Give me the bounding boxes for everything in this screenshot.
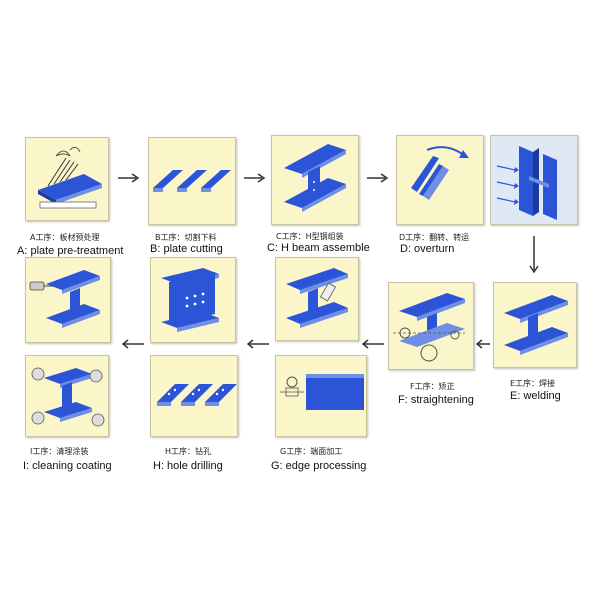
step-d-zh-label: D工序：翻转、转运 — [399, 233, 470, 242]
step-f-zh-label: F工序：矫正 — [410, 382, 455, 391]
cleaning-coating-illustration — [31, 367, 105, 427]
step-h-zh-label: H工序：钻孔 — [165, 447, 212, 456]
arrow-g-to-h-row — [247, 338, 269, 350]
panel-h-hole-drilling — [150, 355, 238, 437]
panel-g-beam — [275, 257, 359, 341]
welding-illustration — [504, 295, 568, 355]
arrow-b-to-c — [244, 172, 268, 184]
step-b-zh-label: B工序：切割下料 — [155, 233, 217, 242]
arrow-h-to-i-row — [122, 338, 144, 350]
step-f-en-label: F: straightening — [398, 394, 474, 406]
h-beam-assemble-illustration — [284, 144, 346, 212]
step-a-en-label: A: plate pre-treatment — [17, 245, 124, 257]
edge-processing-beam-illustration — [286, 268, 348, 328]
panel-a-plate-pretreatment — [25, 137, 109, 221]
panel-g-edge-processing — [275, 355, 367, 437]
step-i-zh-label: I工序：清理涂装 — [30, 447, 89, 456]
step-d-en-label: D: overturn — [400, 243, 455, 255]
turning-illustration — [496, 146, 557, 220]
step-i-en-label: I: cleaning coating — [23, 460, 112, 472]
step-b-en-label: B: plate cutting — [150, 243, 223, 255]
overturn-illustration — [411, 146, 469, 200]
panel-f-straightening — [388, 282, 474, 370]
step-e-zh-label: E工序：焊接 — [510, 379, 556, 388]
panel-e-welding — [493, 282, 577, 368]
step-c-zh-label: C工序：H型钢组装 — [276, 232, 344, 241]
step-c-en-label: C: H beam assemble — [267, 242, 370, 254]
arrow-a-to-b — [118, 172, 142, 184]
step-g-zh-label: G工序：端面加工 — [280, 447, 343, 456]
step-a-zh-label: A工序：板材预处理 — [30, 233, 100, 242]
arrow-d-to-e — [528, 236, 540, 276]
arrow-c-to-d — [367, 172, 391, 184]
panel-i-painting — [25, 257, 111, 343]
step-g-en-label: G: edge processing — [271, 460, 367, 472]
arrow-e-to-f — [476, 338, 490, 350]
panel-d-turning — [490, 135, 578, 225]
panel-i-cleaning-coating — [25, 355, 109, 437]
straightening-illustration — [393, 293, 465, 362]
plate-cutting-illustration — [153, 170, 231, 192]
panel-b-plate-cutting — [148, 137, 236, 225]
arrow-f-to-g — [362, 338, 384, 350]
step-h-en-label: H: hole drilling — [153, 460, 223, 472]
hole-drilling-plates-illustration — [157, 384, 237, 406]
hole-drilling-beam-illustration — [161, 268, 219, 332]
spray-painting-illustration — [29, 270, 100, 328]
panel-c-h-beam-assemble — [271, 135, 359, 225]
panel-h-beam — [150, 257, 236, 343]
step-e-en-label: E: welding — [510, 390, 561, 402]
edge-processing-illustration — [280, 374, 364, 410]
plate-pretreatment-illustration — [38, 146, 102, 209]
panel-d-overturn — [396, 135, 484, 225]
